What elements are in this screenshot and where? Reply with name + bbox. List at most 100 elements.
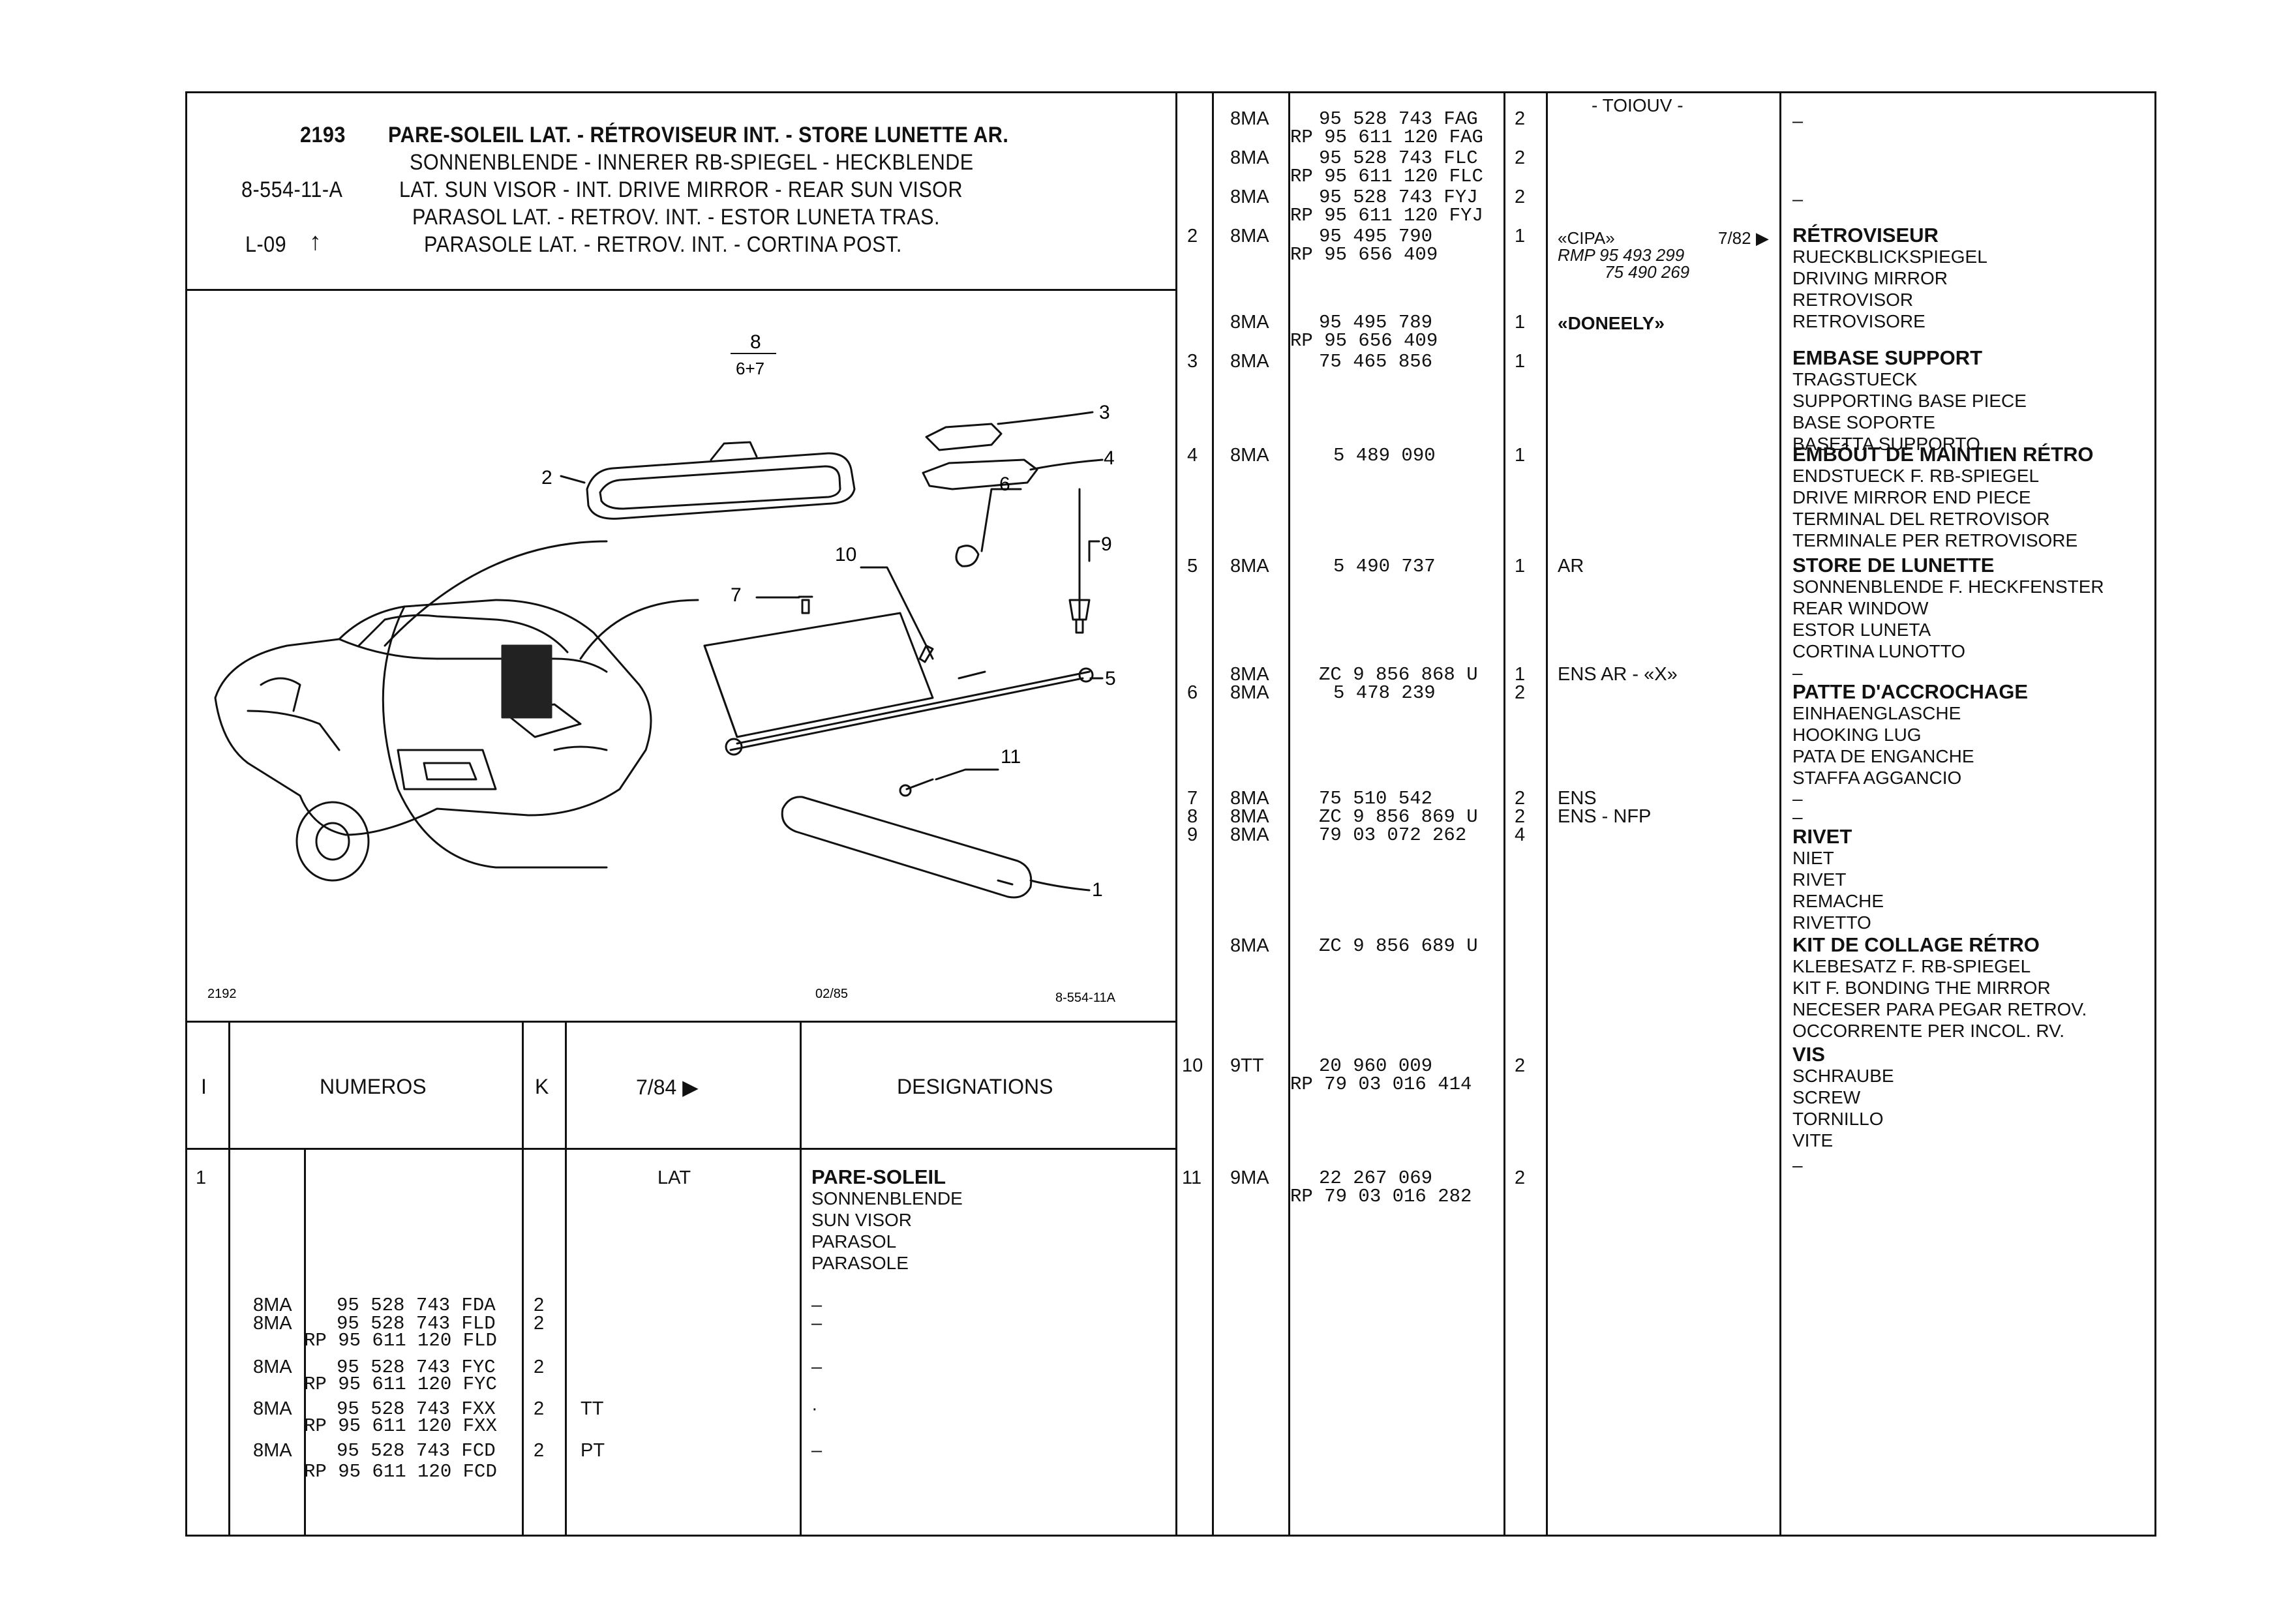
designation-es: NECESER PARA PEGAR RETROV. [1792,999,2087,1019]
item-number: 3 [1187,351,1198,372]
left-col-k-divider [565,1021,567,1537]
designation-dash: – [1792,1155,1803,1175]
part-number: 95 528 743 FCD [337,1440,496,1462]
right-col-note-divider [1779,91,1781,1537]
part-designation: – [811,1295,823,1315]
designation-fr: VIS [1792,1043,1825,1066]
right-col-num-divider [1503,91,1505,1537]
part-qty: 1 [1515,312,1526,333]
designation-it: CORTINA LUNOTTO [1792,641,1966,661]
left-item-number: 1 [196,1167,207,1188]
designation-en: HOOKING LUG [1792,725,1922,745]
part-qty: 1 [1515,226,1526,247]
hooking-lug-part [955,545,980,567]
callout-11: 11 [1001,746,1021,768]
part-model: 8MA [1230,351,1269,372]
part-number-rp: RP 95 611 120 FXX [304,1415,497,1437]
part-qty: 1 [1515,351,1526,372]
part-designation: – [811,1357,823,1377]
part-designation: – [1792,111,1804,132]
designation-it: BASETTA SUPPORTO [1792,434,1980,454]
rmp-note-2: 75 490 269 [1605,262,1690,282]
part-model: 8MA [253,1295,292,1315]
part-model: 9TT [1230,1055,1264,1076]
designation-embout: EMBÔUT DE MAINTIEN RÉTRO ENDSTUECK F. RB… [1792,443,2094,551]
title-de: SONNENBLENDE - INNERER RB-SPIEGEL - HECK… [410,150,974,175]
callout-7: 7 [731,584,742,606]
part-number: 95 528 743 FAG [1319,108,1478,130]
designation-en: DRIVING MIRROR [1792,268,1948,288]
mirror-base-part [925,423,1003,451]
left-col-num-divider [522,1021,524,1537]
part-model: 8MA [1230,556,1269,577]
designation-de: SONNENBLENDE F. HECKFENSTER [1792,577,2104,597]
designation-patte: PATTE D'ACCROCHAGE EINHAENGLASCHE HOOKIN… [1792,681,2028,788]
left-designation-block: PARE-SOLEIL SONNENBLENDE SUN VISOR PARAS… [811,1166,963,1274]
part-number: 95 528 743 FLD [337,1313,496,1334]
designation-it: OCCORRENTE PER INCOL. RV. [1792,1021,2064,1041]
designation-en: DRIVE MIRROR END PIECE [1792,487,2031,507]
title-en: LAT. SUN VISOR - INT. DRIVE MIRROR - REA… [399,177,963,202]
part-model: 8MA [253,1313,292,1334]
designation-es: PATA DE ENGANCHE [1792,746,1974,766]
part-number-rp: RP 79 03 016 282 [1290,1186,1472,1207]
designation-es: RETROVISOR [1792,290,1914,310]
part-number: 5 478 239 [1333,682,1436,704]
designation-en: RIVET [1792,869,1847,890]
item-number: 10 [1182,1055,1203,1076]
part-qty: 2 [1515,108,1526,129]
part-qty: 2 [534,1398,545,1419]
part-qty: 2 [1515,806,1526,827]
part-qty: 1 [1515,664,1526,685]
designation-de: RUECKBLICKSPIEGEL [1792,247,1987,267]
part-number: 95 528 743 FDA [337,1295,496,1316]
part-model: 8MA [1230,806,1269,827]
designation-it: STAFFA AGGANCIO [1792,768,1962,788]
interior-mirror-part [586,441,856,520]
designation-vis: VIS SCHRAUBE SCREW TORNILLO VITE [1792,1044,1894,1151]
rivet-part-7 [798,595,813,614]
designation-it: VITE [1792,1130,1834,1150]
item-number: 8 [1187,806,1198,827]
diagram-footer-left: 2192 [207,987,237,1001]
part-model: 8MA [1230,108,1269,129]
callout-10: 10 [835,544,856,565]
part-model: 8MA [1230,187,1269,207]
part-qty: 2 [1515,1055,1526,1076]
designation-it: TERMINALE PER RETROVISORE [1792,530,2078,550]
item-number: 2 [1187,226,1198,247]
diagram-footer-date: 02/85 [815,987,848,1001]
date-note: 7/82 ▶ [1718,228,1769,248]
designation-retroviseur: RÉTROVISEUR RUECKBLICKSPIEGEL DRIVING MI… [1792,224,1987,332]
part-number-rp: RP 95 611 120 FCD [304,1461,497,1482]
sun-visor-part [781,796,1033,899]
part-model: 8MA [1230,682,1269,703]
part-number: 75 465 856 [1319,351,1433,372]
designation-en: SUN VISOR [811,1210,913,1230]
part-qty: 2 [534,1295,545,1315]
right-column-header: - TOIOUV - [1592,95,1684,115]
part-qty: 1 [1515,556,1526,577]
diagram-divider [185,1021,1175,1023]
variant-note: ENS [1558,788,1597,809]
exploded-parts-diagram: 3 4 6 9 10 7 5 11 1 2 8 6+7 2192 02/85 8… [207,331,1116,1005]
designation-en: SCREW [1792,1087,1861,1107]
designation-en: KIT F. BONDING THE MIRROR [1792,978,2051,998]
designation-it: RETROVISORE [1792,311,1926,331]
part-number-rp: RP 95 611 120 FLD [304,1330,497,1351]
designation-dash: – [1792,663,1803,683]
callout-5: 5 [1105,668,1116,689]
part-number: ZC 9 856 868 U [1319,664,1478,685]
callout-3: 3 [1099,402,1110,423]
part-model: 8MA [253,1357,292,1377]
part-designation: · [811,1398,818,1419]
part-number-rp: RP 95 656 409 [1290,244,1438,265]
part-number: 95 528 743 FYJ [1319,187,1478,208]
part-number: 95 495 790 [1319,226,1433,247]
designation-es: BASE SOPORTE [1792,412,1935,432]
part-number: 75 510 542 [1319,788,1433,809]
variant-note: ENS - NFP [1558,806,1652,827]
col-header-k: K [535,1075,549,1098]
designation-de: EINHAENGLASCHE [1792,703,1961,723]
mirror-end-piece-part [922,458,1038,490]
